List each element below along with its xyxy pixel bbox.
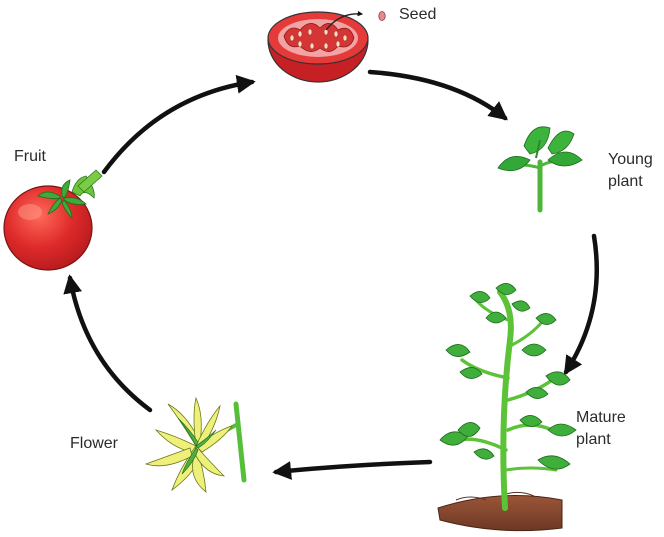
arrow-mature-plant-to-flower: [272, 459, 433, 480]
halved-tomato-illustration: [267, 10, 369, 83]
young-plant-label-line-1: Young: [608, 151, 653, 168]
mature-plant-label: Mature plant: [576, 407, 626, 451]
young-plant-label-line-2: plant: [608, 173, 643, 190]
flower-label: Flower: [70, 435, 119, 452]
fruit-label: Fruit: [14, 148, 46, 165]
mature-plant-label-line-2: plant: [576, 431, 611, 448]
cycle-arrows: [63, 69, 600, 480]
seed-label: Seed: [399, 6, 437, 23]
arrow-fruit-to-seed: [101, 74, 256, 175]
flower-illustration: [144, 396, 247, 493]
arrow-young-plant-to-mature-plant: [563, 233, 600, 376]
seed-icon: [378, 11, 386, 21]
mature-plant-label-line-1: Mature: [576, 409, 626, 426]
arrow-seed-to-young-plant: [367, 69, 508, 121]
mature-plant-illustration: [437, 283, 577, 532]
soil-mound: [437, 495, 563, 532]
young-plant-illustration: [497, 126, 583, 213]
arrow-flower-to-fruit: [63, 274, 153, 413]
young-plant-label: Young plant: [608, 149, 653, 193]
fruit-tomato-illustration: [3, 169, 103, 271]
